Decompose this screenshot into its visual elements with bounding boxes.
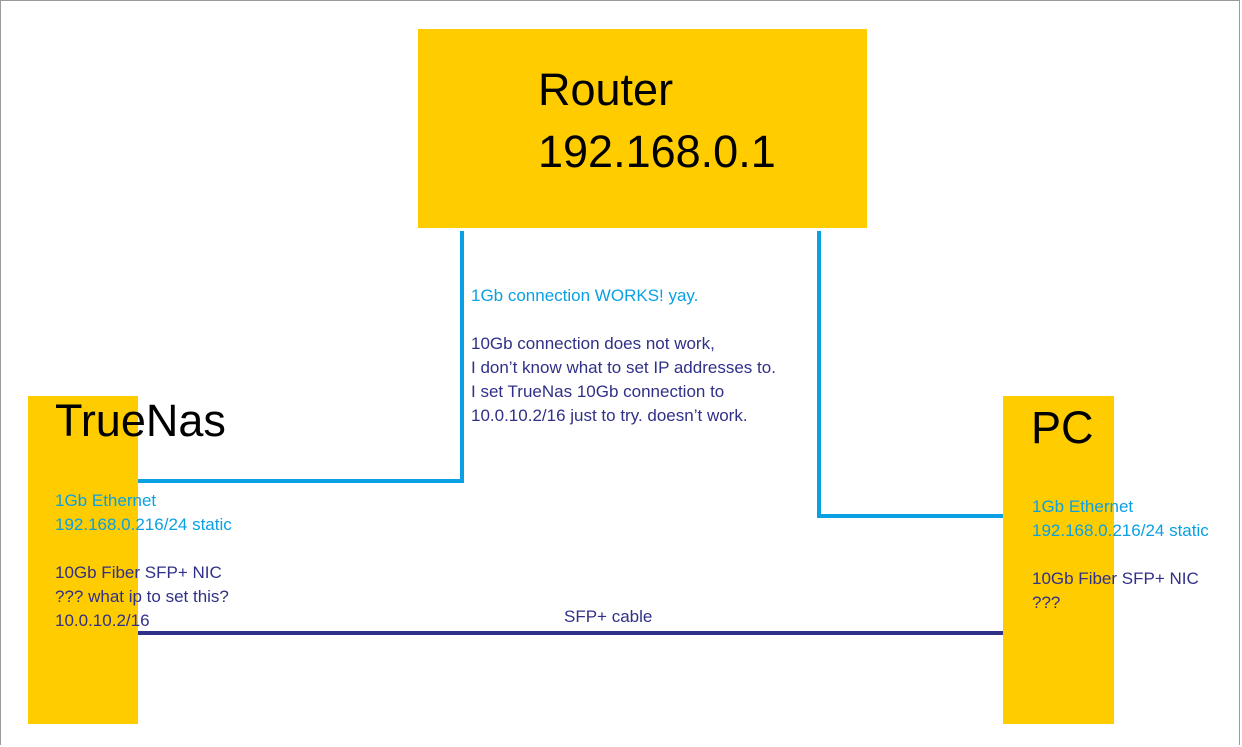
sfp-cable-label: SFP+ cable [564, 607, 653, 626]
truenas-ethernet-vertical [460, 231, 464, 483]
connection-notes: 1Gb connection WORKS! yay. 10Gb connecti… [471, 284, 776, 428]
truenas-box [28, 396, 138, 724]
truenas-fiber-question: ??? what ip to set this? [55, 587, 229, 606]
pc-fiber-question: ??? [1032, 593, 1061, 612]
router-title: Router [538, 64, 674, 115]
router-box [418, 29, 867, 228]
note-works: 1Gb connection WORKS! yay. [471, 286, 699, 305]
truenas-eth-label: 1Gb Ethernet [55, 491, 157, 510]
note-line-3: I set TrueNas 10Gb connection to [471, 382, 725, 401]
pc-ethernet-horizontal [817, 514, 1003, 518]
truenas-title: TrueNas [55, 395, 226, 446]
pc-box [1003, 396, 1114, 724]
note-line-4: 10.0.10.2/16 just to try. doesn’t work. [471, 406, 748, 425]
router-ip: 192.168.0.1 [538, 126, 776, 177]
truenas-ethernet-horizontal [138, 479, 464, 483]
pc-fiber-label: 10Gb Fiber SFP+ NIC [1032, 569, 1199, 588]
truenas-interfaces: 1Gb Ethernet 192.168.0.216/24 static 10G… [55, 489, 232, 633]
pc-interfaces: 1Gb Ethernet 192.168.0.216/24 static 10G… [1032, 495, 1209, 615]
pc-title: PC [1031, 402, 1094, 453]
note-line-2: I don’t know what to set IP addresses to… [471, 358, 776, 377]
pc-eth-label: 1Gb Ethernet [1032, 497, 1134, 516]
note-line-1: 10Gb connection does not work, [471, 334, 715, 353]
truenas-fiber-label: 10Gb Fiber SFP+ NIC [55, 563, 222, 582]
sfp-cable-line [138, 631, 1003, 635]
truenas-eth-ip: 192.168.0.216/24 static [55, 515, 232, 534]
pc-ethernet-vertical [817, 231, 821, 518]
truenas-fiber-ip: 10.0.10.2/16 [55, 611, 150, 630]
pc-eth-ip: 192.168.0.216/24 static [1032, 521, 1209, 540]
